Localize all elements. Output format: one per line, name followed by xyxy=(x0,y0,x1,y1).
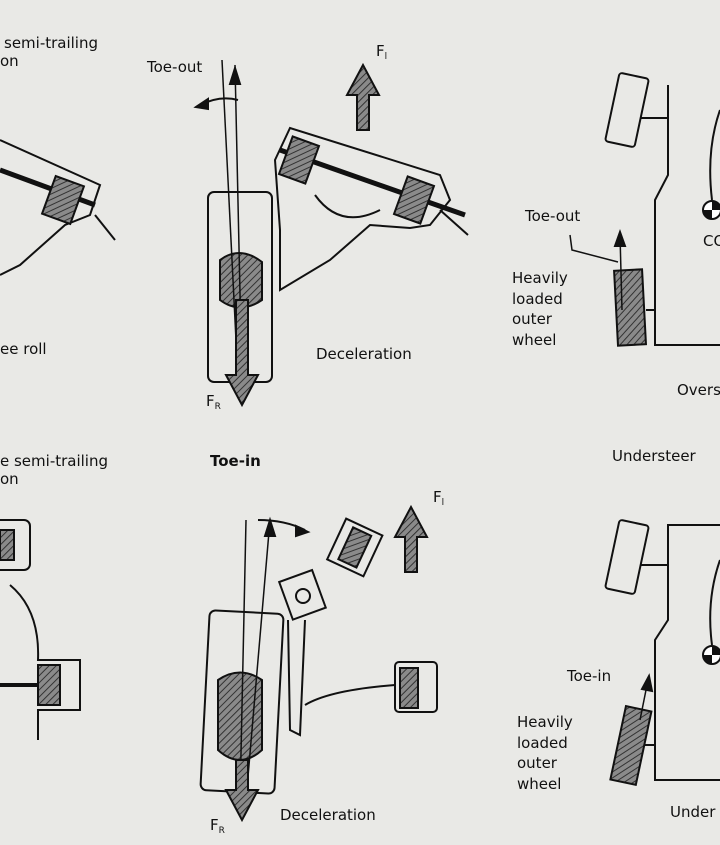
wheel-label-line: loaded xyxy=(512,289,563,308)
force-symbol: F xyxy=(376,42,385,60)
top-left-caption-line2: on xyxy=(0,52,19,70)
force-symbol: F xyxy=(433,488,442,506)
bottom-middle-decel-label: Deceleration xyxy=(280,806,376,824)
top-right-result-label: Overs xyxy=(677,381,720,399)
top-middle-force-top: Fl xyxy=(376,42,387,66)
top-right-next-label: Understeer xyxy=(612,447,696,465)
top-left-roll-label: ee roll xyxy=(0,340,47,358)
top-right-wheel-label: Heavily loaded outer wheel xyxy=(512,268,568,350)
wheel-label-line: wheel xyxy=(512,330,557,349)
top-middle-decel-label: Deceleration xyxy=(316,345,412,363)
top-middle-toe-label: Toe-out xyxy=(147,58,203,76)
bottom-right-toe-label: Toe-in xyxy=(567,667,612,685)
top-middle-wheel-assembly xyxy=(193,59,469,408)
force-symbol: F xyxy=(210,816,219,834)
force-subscript: R xyxy=(218,826,225,836)
top-right-vehicle xyxy=(569,72,720,347)
top-right-cog-label: CO xyxy=(703,232,720,250)
top-left-caption-line1: semi-trailing xyxy=(4,34,99,52)
top-right-toe-label: Toe-out xyxy=(525,207,581,225)
force-subscript: l xyxy=(384,52,388,62)
bottom-middle-force-bottom: FR xyxy=(210,816,225,840)
bottom-middle-toe-label: Toe-in xyxy=(210,452,261,470)
wheel-label-line: outer xyxy=(512,310,552,328)
bottom-middle-wheel-assembly xyxy=(199,504,438,823)
bottom-right-vehicle xyxy=(604,519,720,787)
bottom-left-trailing-arm xyxy=(0,519,81,740)
wheel-label-line: loaded xyxy=(517,733,568,752)
wheel-label-line: Heavily xyxy=(517,713,573,731)
wheel-label-line: Heavily xyxy=(512,269,568,287)
force-symbol: F xyxy=(206,392,215,410)
wheel-label-line: wheel xyxy=(517,774,562,793)
top-middle-force-bottom: FR xyxy=(206,392,221,416)
bottom-left-caption-line1: e semi-trailing xyxy=(0,452,109,470)
bottom-right-result-label: Under xyxy=(670,803,716,821)
bottom-middle-force-top: Fl xyxy=(433,488,444,512)
force-subscript: R xyxy=(214,402,221,412)
wheel-label-line: outer xyxy=(517,754,557,772)
force-subscript: l xyxy=(441,498,445,508)
bottom-left-caption-line2: on xyxy=(0,470,19,488)
top-left-trailing-arm xyxy=(0,139,116,276)
bottom-right-wheel-label: Heavily loaded outer wheel xyxy=(517,712,573,794)
